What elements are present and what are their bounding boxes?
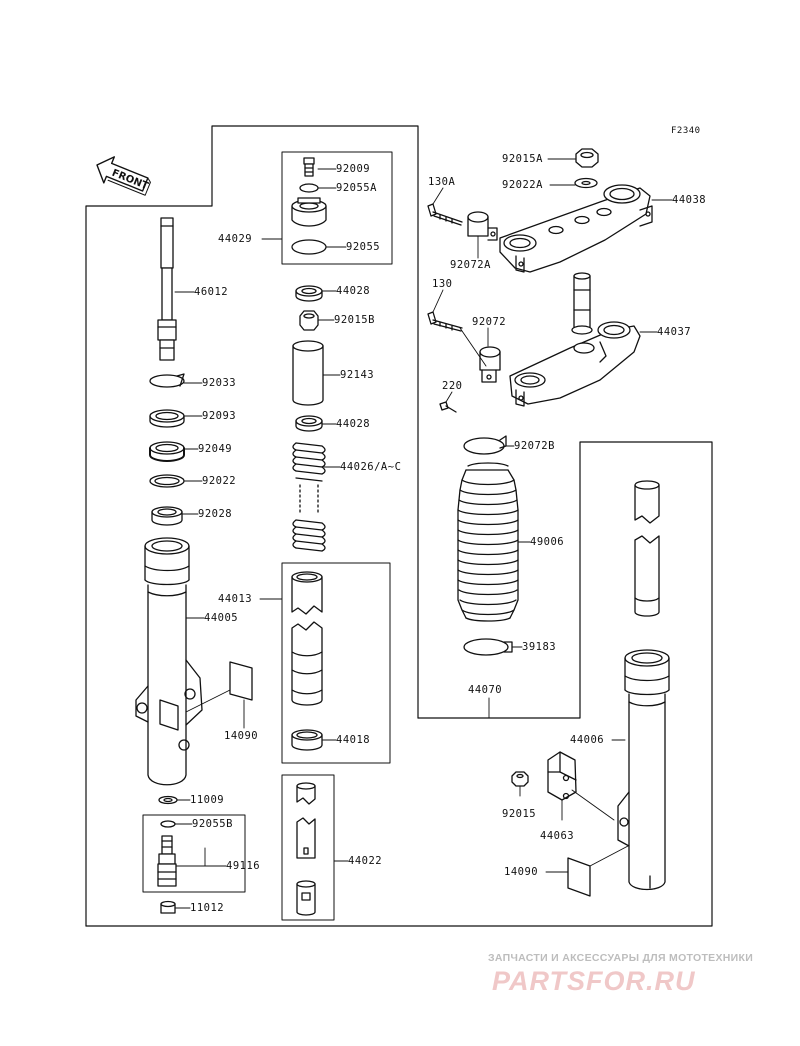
part-label-92055A: 92055A <box>336 182 377 194</box>
part-label-44063: 44063 <box>540 830 575 842</box>
clamp-92072 <box>479 346 501 383</box>
part-label-92022A: 92022A <box>502 179 543 191</box>
part-label-92033: 92033 <box>202 377 237 389</box>
part-label-92072: 92072 <box>472 316 507 328</box>
part-label-92055B: 92055B <box>192 818 233 830</box>
label-plate-14090a <box>185 661 253 713</box>
nut-92015 <box>511 771 529 787</box>
front-arrow-icon: FRONT <box>96 156 151 196</box>
drain-bolt-49116 <box>157 835 177 887</box>
part-label-44029: 44029 <box>218 233 253 245</box>
part-label-92028: 92028 <box>198 508 233 520</box>
bolt-130 <box>427 311 463 332</box>
part-label-44018: 44018 <box>336 734 371 746</box>
clamp-92072A <box>467 211 498 241</box>
figure-code: F2340 <box>671 126 701 136</box>
part-label-49116: 49116 <box>226 860 261 872</box>
part-label-220: 220 <box>442 380 463 392</box>
inner-tube <box>634 480 660 617</box>
part-label-44028-upper: 44028 <box>336 285 371 297</box>
circlip-92033 <box>149 373 185 388</box>
part-label-92072B: 92072B <box>514 440 555 452</box>
part-label-44005: 44005 <box>204 612 239 624</box>
part-label-92009: 92009 <box>336 163 371 175</box>
part-label-11009: 11009 <box>190 794 225 806</box>
label-plate-14090b <box>567 845 629 897</box>
o-ring-92055 <box>291 239 327 255</box>
part-label-92055: 92055 <box>346 241 381 253</box>
bolt-92009 <box>303 157 315 177</box>
cap-11012 <box>160 900 176 914</box>
fork-boot-49006 <box>457 462 519 622</box>
screw-220 <box>439 401 457 413</box>
part-label-44070: 44070 <box>468 684 503 696</box>
cap-44029 <box>291 197 327 227</box>
part-label-130: 130 <box>432 278 453 290</box>
part-label-44026: 44026/A~C <box>340 461 402 473</box>
washer-92022 <box>149 474 185 488</box>
diagram-frames <box>85 125 713 927</box>
washer-92022A <box>574 177 598 189</box>
clamp-92072B <box>463 435 507 455</box>
part-label-49006: 49006 <box>530 536 565 548</box>
part-label-14090-right: 14090 <box>504 866 539 878</box>
bushing-92028 <box>151 506 183 526</box>
part-label-44006: 44006 <box>570 734 605 746</box>
collar-44028b <box>295 415 323 432</box>
part-label-39183: 39183 <box>522 641 557 653</box>
part-label-44022: 44022 <box>348 855 383 867</box>
o-ring-92055A <box>299 183 319 193</box>
part-label-46012: 46012 <box>194 286 229 298</box>
fork-piston-rod-46012 <box>157 217 177 361</box>
watermark-subtitle: ЗАПЧАСТИ И АКСЕССУАРЫ ДЛЯ МОТОТЕХНИКИ <box>488 952 754 964</box>
outer-tube-44005 <box>135 537 203 786</box>
gasket-11009 <box>158 795 178 805</box>
part-label-92015: 92015 <box>502 808 537 820</box>
lower-triple-clamp-44037 <box>509 272 641 407</box>
part-label-44028-lower: 44028 <box>336 418 371 430</box>
oil-seal-92049 <box>149 441 185 462</box>
seal-92093 <box>149 409 185 428</box>
cylinder-44013 <box>291 571 323 706</box>
part-label-44013: 44013 <box>218 593 253 605</box>
inner-cylinder-44022 <box>296 782 316 916</box>
nut-92015B <box>299 310 319 331</box>
spacer-92143 <box>292 340 324 406</box>
nut-92015A <box>575 148 599 168</box>
part-label-92143: 92143 <box>340 369 375 381</box>
part-label-92049: 92049 <box>198 443 233 455</box>
spring-44026 <box>292 442 326 552</box>
watermark-logo[interactable]: PARTSFOR.RU <box>492 966 696 996</box>
leader-lines <box>174 158 673 909</box>
part-label-44037: 44037 <box>657 326 692 338</box>
collar-44028a <box>295 285 323 302</box>
band-39183 <box>463 638 513 656</box>
bushing-44018 <box>291 729 323 751</box>
part-label-92093: 92093 <box>202 410 237 422</box>
upper-triple-clamp-44038 <box>499 184 653 273</box>
part-label-92015A: 92015A <box>502 153 543 165</box>
part-label-11012: 11012 <box>190 902 225 914</box>
axle-clamp-44063 <box>547 751 615 821</box>
bolt-130A <box>427 203 463 226</box>
part-label-14090-left: 14090 <box>224 730 259 742</box>
part-label-92072A: 92072A <box>450 259 491 271</box>
gasket-92055B <box>160 820 176 828</box>
part-label-44038: 44038 <box>672 194 707 206</box>
part-label-130A: 130A <box>428 176 456 188</box>
outer-tube-44006 <box>617 649 670 891</box>
part-label-92022: 92022 <box>202 475 237 487</box>
part-label-92015B: 92015B <box>334 314 375 326</box>
